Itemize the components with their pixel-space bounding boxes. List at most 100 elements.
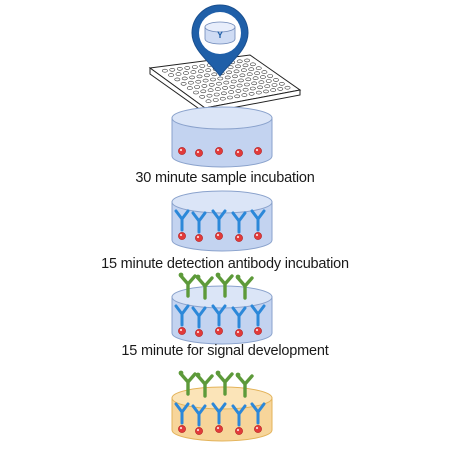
plate-well: [175, 72, 182, 76]
detection-antibody: [196, 276, 214, 300]
analyte-dot: [235, 329, 243, 337]
detection-antibody: [236, 276, 254, 300]
plate-well: [241, 93, 248, 97]
plate-well: [220, 91, 227, 96]
capture-antibody-row-3: [174, 304, 266, 329]
capture-antibody-row-4: [174, 402, 266, 427]
plate-well: [203, 73, 210, 78]
analyte-dot: [235, 149, 243, 157]
plate-well: [223, 80, 230, 85]
well-step-4: [171, 370, 273, 442]
detection-antibody-tip: [195, 274, 201, 280]
pin-antibody-glyph: Y: [217, 30, 223, 40]
plate-well: [267, 74, 274, 78]
plate-well: [217, 76, 224, 81]
plate-well: [201, 84, 208, 88]
plate-well: [249, 62, 256, 67]
plate-well: [216, 81, 222, 86]
detection-antibody: [179, 372, 197, 396]
analyte-row-1: [178, 147, 262, 157]
capture-antibody: [174, 304, 190, 327]
analyte-row-4: [178, 425, 262, 435]
detection-antibody: [216, 372, 234, 396]
analyte-dot: [178, 232, 186, 240]
analyte-dot: [178, 147, 186, 155]
well-step-1: [171, 106, 273, 168]
analyte-dot: [178, 425, 186, 433]
detection-antibody-tip: [195, 372, 201, 378]
plate-well: [227, 65, 234, 69]
microplate-wells: [161, 58, 291, 103]
plate-well: [184, 66, 191, 70]
analyte-dot: [235, 427, 243, 435]
plate-well: [194, 85, 200, 89]
plate-well: [255, 66, 262, 70]
detection-antibody-tip: [235, 372, 241, 378]
plate-well: [252, 76, 259, 80]
well-step-3: [171, 272, 273, 345]
plate-well: [264, 84, 271, 88]
plate-well: [191, 65, 198, 69]
plate-well: [242, 63, 249, 68]
detection-antibody: [216, 274, 234, 298]
plate-well: [236, 83, 243, 88]
analyte-dot: [195, 329, 203, 337]
plate-well: [205, 99, 212, 103]
capture-antibody: [231, 211, 247, 234]
plate-well: [213, 92, 220, 97]
plate-well: [168, 73, 174, 77]
plate-well: [197, 69, 204, 73]
plate-well: [183, 71, 189, 75]
plate-well: [207, 88, 214, 92]
detection-antibody: [179, 274, 197, 298]
analyte-dot: [215, 147, 223, 155]
analyte-dot: [195, 234, 203, 242]
plate-well: [248, 92, 255, 96]
plate-well: [230, 79, 237, 84]
capture-antibody: [191, 306, 207, 329]
plate-well: [206, 93, 213, 98]
plate-well: [257, 85, 263, 90]
plate-well: [259, 75, 266, 79]
plate-well: [180, 82, 187, 86]
detection-antibody-row-4: [178, 370, 254, 398]
plate-well: [222, 86, 228, 90]
capture-antibody: [191, 404, 207, 427]
detection-antibody-tip: [178, 272, 184, 278]
plate-well: [227, 95, 233, 100]
detection-antibody: [236, 374, 254, 398]
plate-well: [249, 86, 256, 91]
analyte-dot: [195, 427, 203, 435]
plate-well: [244, 58, 250, 63]
capture-antibody: [250, 209, 266, 232]
plate-well: [265, 79, 272, 83]
plate-well: [234, 94, 241, 99]
plate-well: [199, 95, 206, 99]
detection-antibody-tip: [178, 370, 184, 376]
plate-well: [232, 74, 238, 79]
plate-well: [219, 96, 226, 101]
plate-well: [284, 85, 291, 90]
capture-antibody: [174, 402, 190, 425]
analyte-row-3: [178, 327, 262, 337]
plate-well: [270, 88, 277, 92]
plate-well: [261, 70, 268, 74]
detection-antibody-tip: [215, 272, 221, 278]
plate-well: [235, 64, 241, 69]
analyte-dot: [235, 234, 243, 242]
plate-well: [255, 90, 262, 95]
plate-well: [176, 67, 183, 71]
capture-antibody: [211, 209, 227, 232]
analyte-row-2: [178, 232, 262, 242]
analyte-dot: [215, 425, 223, 433]
detection-antibody: [196, 374, 214, 398]
capture-antibody: [231, 404, 247, 427]
plate-well: [240, 68, 247, 72]
well-pin-marker: Y: [191, 4, 249, 77]
plate-well: [193, 90, 199, 95]
analyte-dot: [254, 425, 262, 433]
plate-well: [161, 68, 168, 73]
plate-well: [242, 87, 249, 92]
capture-antibody: [174, 209, 190, 232]
